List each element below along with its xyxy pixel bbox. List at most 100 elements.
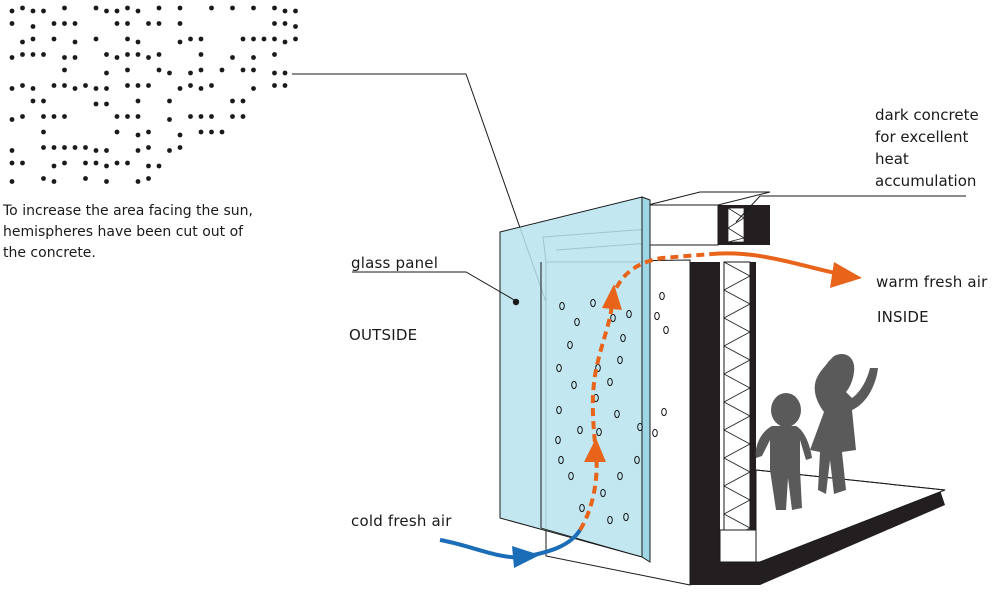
pattern-dot — [104, 101, 109, 107]
pattern-dot — [93, 160, 99, 166]
hemisphere-oval — [637, 422, 643, 432]
pattern-dot — [30, 86, 36, 91]
pattern-dot — [125, 114, 130, 119]
pattern-dot — [125, 67, 130, 73]
pattern-dot — [188, 83, 193, 88]
hemisphere-oval — [600, 488, 606, 498]
dark-concrete-line-3: heat — [875, 150, 909, 168]
hemisphere-oval — [617, 355, 623, 365]
pattern-dot — [20, 160, 25, 166]
hemisphere-oval — [607, 515, 613, 525]
pattern-dot — [93, 86, 99, 91]
pattern-dot — [198, 129, 204, 135]
pattern-dot — [9, 117, 15, 122]
warm-fresh-air-label: warm fresh air — [876, 273, 988, 291]
pattern-dot — [20, 39, 25, 45]
pattern-dot — [114, 55, 120, 60]
pattern-dot — [230, 55, 235, 60]
pattern-dot — [83, 83, 88, 88]
hemisphere-caption: To increase the area facing the sun, hem… — [3, 201, 303, 264]
hemisphere-oval — [568, 471, 574, 481]
hemisphere-oval — [663, 325, 669, 335]
glass-panel — [499, 196, 643, 558]
hemisphere-oval — [659, 291, 665, 301]
glass-leader-line — [352, 271, 517, 302]
pattern-dot — [135, 83, 141, 88]
adult-figure — [810, 353, 878, 494]
pattern-dot — [209, 83, 214, 88]
pattern-dot — [72, 21, 78, 26]
pattern-dot — [51, 83, 57, 88]
pattern-dot — [62, 21, 67, 26]
pattern-dot — [9, 86, 15, 91]
pattern-dot — [146, 145, 151, 150]
roof-insulation — [727, 207, 745, 243]
warm-air-arrowhead-inside — [830, 262, 862, 288]
pattern-dot — [72, 39, 78, 45]
pattern-dot — [62, 67, 67, 73]
pattern-dot — [156, 5, 162, 11]
pattern-dot — [83, 145, 88, 150]
hemisphere-oval — [571, 380, 577, 390]
pattern-dot — [156, 21, 162, 26]
pattern-dot — [282, 21, 288, 26]
pattern-dot — [167, 117, 172, 122]
pattern-dot — [93, 148, 99, 153]
warm-air-inside-path — [711, 251, 841, 276]
pattern-dot — [41, 129, 46, 135]
pattern-dot — [188, 114, 193, 119]
pattern-dot — [72, 86, 78, 91]
pattern-dot — [114, 129, 120, 135]
pattern-dot — [156, 67, 162, 73]
pattern-dot — [125, 160, 130, 166]
pattern-dot — [51, 114, 57, 119]
pattern-dot — [135, 148, 141, 153]
pattern-dot — [240, 36, 246, 42]
inside-label: INSIDE — [877, 308, 929, 326]
pattern-dot — [198, 67, 204, 73]
warm-air-top-path — [610, 252, 713, 301]
roof-slab-top — [647, 191, 771, 206]
pattern-dot — [198, 114, 204, 119]
pattern-dot — [135, 179, 141, 184]
hemisphere-oval — [556, 405, 562, 415]
pattern-dot — [62, 160, 67, 166]
pattern-dot — [93, 36, 99, 42]
glass-leader-dot — [512, 298, 520, 306]
pattern-dot — [93, 5, 99, 11]
pattern-dot — [146, 176, 151, 181]
hemisphere-oval — [555, 435, 561, 445]
caption-line-3: the concrete. — [3, 245, 96, 261]
pattern-dot — [30, 36, 36, 42]
hemisphere-oval — [567, 340, 573, 350]
floor-slab-dark — [720, 490, 945, 585]
hemisphere-oval — [558, 455, 564, 465]
concrete-leader-line — [735, 195, 966, 223]
cold-air-arrow-path — [439, 538, 525, 560]
pattern-dot — [20, 52, 25, 57]
wall-inner-dark — [750, 262, 756, 530]
pattern-dot — [177, 21, 183, 26]
pattern-dot — [9, 148, 15, 153]
pattern-dot — [72, 145, 78, 150]
pattern-dot — [293, 36, 298, 42]
pattern-dot — [62, 55, 67, 60]
pattern-dot — [104, 8, 109, 14]
roof-slab-front — [647, 204, 719, 246]
hemisphere-oval — [614, 409, 620, 419]
dark-concrete-line-4: accumulation — [875, 172, 977, 190]
pattern-dot — [9, 55, 15, 60]
warm-air-arrowhead-lower — [584, 438, 606, 462]
dark-concrete-line-1: dark concrete — [875, 106, 979, 124]
pattern-dot — [198, 52, 204, 57]
hemisphere-oval — [579, 503, 585, 513]
pattern-dot — [167, 98, 172, 104]
pattern-dot — [125, 5, 130, 11]
pattern-dot — [114, 160, 120, 166]
hemisphere-oval — [626, 309, 632, 319]
pattern-dot — [240, 114, 246, 119]
cold-air-link — [523, 528, 582, 559]
pattern-dot — [272, 21, 277, 26]
pattern-dot — [135, 98, 141, 104]
hemisphere-oval — [577, 425, 583, 435]
